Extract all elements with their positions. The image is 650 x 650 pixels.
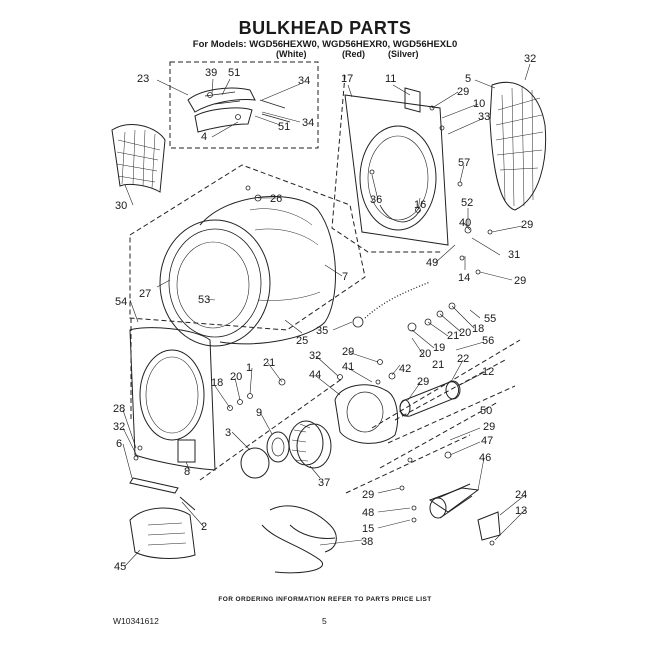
- dryer-drum: [159, 196, 336, 347]
- callout-32: 32: [309, 350, 321, 362]
- callout-55: 55: [484, 313, 496, 325]
- callout-20: 20: [230, 371, 242, 383]
- callout-30: 30: [115, 200, 127, 212]
- callout-20: 20: [419, 348, 431, 360]
- callout-12: 12: [482, 366, 494, 378]
- callout-38: 38: [361, 536, 373, 548]
- callout-21: 21: [447, 330, 459, 342]
- lint-screen: [111, 124, 166, 193]
- callout-50: 50: [480, 405, 492, 417]
- callout-47: 47: [481, 435, 493, 447]
- callout-13: 13: [515, 505, 527, 517]
- callout-37: 37: [318, 477, 330, 489]
- diagram-title: BULKHEAD PARTS: [238, 18, 412, 38]
- callout-46: 46: [479, 452, 491, 464]
- callout-21: 21: [432, 359, 444, 371]
- callout-23: 23: [137, 73, 149, 85]
- leader-lines: [122, 63, 531, 567]
- callout-21: 21: [263, 357, 275, 369]
- rear-vent-panel: [489, 81, 547, 211]
- callout-34: 34: [302, 117, 314, 129]
- callout-29: 29: [521, 219, 533, 231]
- o-ring: [240, 447, 270, 479]
- variant-silver: (Silver): [388, 49, 419, 59]
- callout-18: 18: [472, 323, 484, 335]
- exhaust-duct: [399, 381, 460, 417]
- callout-35: 35: [316, 325, 328, 337]
- callout-53: 53: [198, 294, 210, 306]
- callout-41: 41: [342, 361, 354, 373]
- callout-18: 18: [211, 377, 223, 389]
- page-number: 5: [322, 616, 327, 626]
- callout-19: 19: [433, 342, 445, 354]
- callout-32: 32: [113, 421, 125, 433]
- callout-49: 49: [426, 257, 438, 269]
- callout-48: 48: [362, 507, 374, 519]
- callout-44: 44: [309, 369, 321, 381]
- callout-29: 29: [483, 421, 495, 433]
- callout-3: 3: [225, 427, 231, 439]
- heater-element: [428, 483, 480, 519]
- model-list: For Models: WGD56HEXW0, WGD56HEXR0, WGD5…: [192, 39, 458, 50]
- variant-red: (Red): [342, 49, 365, 59]
- wire-harness: [261, 505, 337, 574]
- blower-housing: [334, 384, 398, 444]
- callout-15: 15: [362, 523, 374, 535]
- rear-bulkhead: [344, 94, 449, 246]
- callout-51: 51: [228, 67, 240, 79]
- callout-28: 28: [113, 403, 125, 415]
- seal-ring: [266, 431, 290, 463]
- assembly-frames: [129, 61, 521, 494]
- callout-11: 11: [385, 73, 396, 85]
- callout-1: 1: [246, 362, 252, 374]
- callout-29: 29: [362, 489, 374, 501]
- callout-45: 45: [114, 561, 126, 573]
- callout-5: 5: [465, 73, 471, 85]
- document-id: W10341612: [113, 616, 159, 626]
- callout-16: 16: [414, 199, 426, 211]
- callout-33: 33: [478, 111, 490, 123]
- callout-57: 57: [458, 157, 470, 169]
- callout-14: 14: [458, 272, 470, 284]
- callout-56: 56: [482, 335, 494, 347]
- callout-29: 29: [514, 275, 526, 287]
- callout-39: 39: [205, 67, 217, 79]
- callout-24: 24: [515, 489, 527, 501]
- callout-27: 27: [139, 288, 151, 300]
- blower-wheel: [288, 420, 332, 469]
- front-bulkhead: [129, 327, 216, 471]
- lint-duct: [129, 507, 196, 559]
- hinge-bracket-group: [187, 87, 291, 133]
- callout-6: 6: [116, 438, 122, 450]
- variant-white: (White): [276, 49, 307, 59]
- callout-29: 29: [417, 376, 429, 388]
- callout-36: 36: [370, 194, 382, 206]
- callout-52: 52: [461, 197, 473, 209]
- callout-26: 26: [270, 193, 282, 205]
- callout-51: 51: [278, 121, 290, 133]
- callout-9: 9: [256, 407, 262, 419]
- callout-31: 31: [508, 249, 520, 261]
- callout-22: 22: [457, 353, 469, 365]
- callout-29: 29: [342, 346, 354, 358]
- ordering-note: FOR ORDERING INFORMATION REFER TO PARTS …: [218, 596, 432, 603]
- callout-54: 54: [115, 296, 127, 308]
- callout-25: 25: [296, 335, 308, 347]
- callout-40: 40: [459, 217, 471, 229]
- callout-20: 20: [459, 327, 471, 339]
- callout-2: 2: [201, 521, 207, 533]
- callout-34: 34: [298, 75, 310, 87]
- callout-32: 32: [524, 53, 536, 65]
- callout-17: 17: [341, 73, 353, 85]
- callout-7: 7: [342, 271, 348, 283]
- callout-42: 42: [399, 363, 411, 375]
- callout-4: 4: [201, 131, 207, 143]
- callout-8: 8: [184, 466, 190, 478]
- callout-10: 10: [473, 98, 485, 110]
- callout-29: 29: [457, 86, 469, 98]
